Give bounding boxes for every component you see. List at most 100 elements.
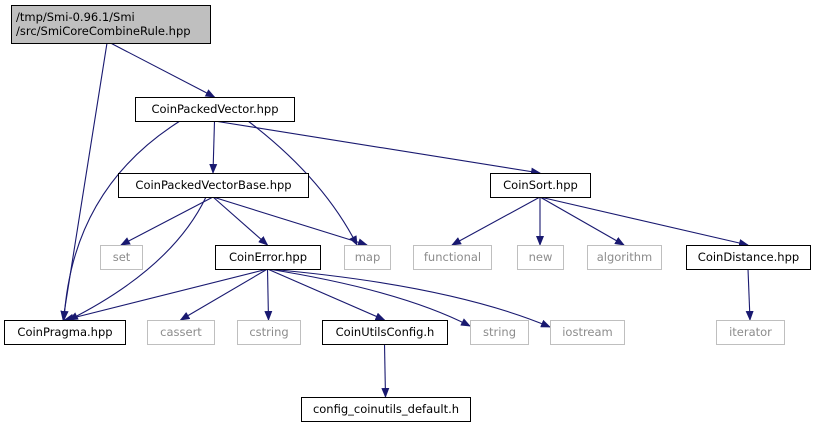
node-box <box>490 173 591 198</box>
node-coinpackedvectorbase-hpp[interactable]: CoinPackedVectorBase.hpp <box>118 173 309 198</box>
dependency-arrow <box>120 196 214 246</box>
edge-root-to-cpv <box>110 42 216 98</box>
node-label: /src/SmiCoreCombineRule.hpp <box>16 24 191 38</box>
node-box <box>215 245 321 270</box>
edge-csort-to-functional <box>451 196 541 246</box>
dependency-arrow <box>267 268 551 328</box>
node-box <box>322 320 448 345</box>
nodes-layer: /tmp/Smi-0.96.1/Smi/src/SmiCoreCombineRu… <box>4 5 811 422</box>
dependency-arrow <box>267 268 471 327</box>
node-set: set <box>100 245 143 270</box>
node-functional: functional <box>413 245 492 270</box>
dependency-arrow <box>745 268 754 321</box>
edge-cpv-to-csort <box>214 120 541 176</box>
node-label: /tmp/Smi-0.96.1/Smi <box>16 10 135 24</box>
node-box <box>517 245 564 270</box>
node-coinerror-hpp[interactable]: CoinError.hpp <box>215 245 321 270</box>
edge-csort-to-algorithm <box>539 196 625 246</box>
node-coinutilsconfig-h[interactable]: CoinUtilsConfig.h <box>322 320 448 345</box>
node-iterator: iterator <box>716 320 785 345</box>
node-label: algorithm <box>597 250 653 264</box>
node-box <box>4 320 126 345</box>
edge-cerr-to-cucfg <box>267 268 386 321</box>
edge-cpvb-to-set <box>120 196 214 246</box>
node-config-coinutils-default-h[interactable]: config_coinutils_default.h <box>301 397 471 422</box>
node-box <box>470 320 529 345</box>
edge-cpv-to-cpvb <box>209 120 218 174</box>
edge-cerr-to-cpragma <box>63 268 268 322</box>
node-label: CoinPackedVectorBase.hpp <box>135 178 291 192</box>
node-coinpackedvector-hpp[interactable]: CoinPackedVector.hpp <box>135 97 295 122</box>
dependency-arrow <box>264 268 273 321</box>
node-coindistance-hpp[interactable]: CoinDistance.hpp <box>686 245 811 270</box>
dependency-arrow <box>209 120 218 174</box>
node-label: map <box>355 250 381 264</box>
edge-cpvb-to-cerr <box>212 196 269 246</box>
edge-cucfg-to-cfgdef <box>381 343 390 398</box>
node-algorithm: algorithm <box>587 245 662 270</box>
node-map: map <box>344 245 391 270</box>
node-box <box>686 245 811 270</box>
edge-cpv-to-cpragma <box>60 120 181 321</box>
node-label: CoinPragma.hpp <box>17 325 112 339</box>
node-box <box>301 397 471 422</box>
node-label: functional <box>424 250 481 264</box>
edge-cpvb-to-map <box>212 196 368 247</box>
node-new: new <box>517 245 564 270</box>
dependency-arrow <box>539 196 749 247</box>
dependency-arrow <box>68 196 207 321</box>
node-cstring: cstring <box>237 320 301 345</box>
node-label: CoinSort.hpp <box>503 178 578 192</box>
dependency-arrow <box>179 268 268 321</box>
edge-cerr-to-cstring <box>264 268 273 321</box>
dependency-arrow <box>212 196 269 246</box>
dependency-arrow <box>451 196 541 246</box>
node-coinsort-hpp[interactable]: CoinSort.hpp <box>490 173 591 198</box>
node-box <box>118 173 309 198</box>
edge-csort-to-cdist <box>539 196 749 247</box>
dependency-arrow <box>214 120 541 176</box>
node-label: set <box>113 250 131 264</box>
node-label: cstring <box>249 325 288 339</box>
dependency-arrow <box>381 343 390 398</box>
edge-cerr-to-cassert <box>179 268 268 321</box>
node-cassert: cassert <box>147 320 215 345</box>
dependency-arrow <box>247 120 358 246</box>
dependency-arrow <box>267 268 386 321</box>
node-label: string <box>483 325 516 339</box>
node-label: CoinPackedVector.hpp <box>151 102 278 116</box>
dependency-arrow <box>110 42 216 98</box>
node-string: string <box>470 320 529 345</box>
dependency-arrow <box>63 268 268 322</box>
node-box <box>135 97 295 122</box>
node-box <box>11 5 211 44</box>
node-label: iostream <box>562 325 613 339</box>
node-box <box>100 245 143 270</box>
node-box <box>550 320 625 345</box>
edges-layer <box>60 42 754 398</box>
node-src-smicorecombinerule-hpp[interactable]: /tmp/Smi-0.96.1/Smi/src/SmiCoreCombineRu… <box>11 5 211 44</box>
node-box <box>147 320 215 345</box>
edge-cerr-to-string <box>267 268 471 327</box>
node-label: iterator <box>729 325 772 339</box>
edge-cpv-to-map <box>247 120 358 246</box>
node-label: CoinError.hpp <box>229 250 307 264</box>
node-label: CoinDistance.hpp <box>698 250 799 264</box>
edge-cpvb-to-cpragma <box>68 196 207 321</box>
node-label: new <box>529 250 553 264</box>
edge-cdist-to-iterator <box>745 268 754 321</box>
node-coinpragma-hpp[interactable]: CoinPragma.hpp <box>4 320 126 345</box>
dependency-arrow <box>212 196 368 247</box>
dependency-arrow <box>60 120 181 321</box>
edge-cerr-to-iostream <box>267 268 551 328</box>
node-label: cassert <box>160 325 202 339</box>
node-iostream: iostream <box>550 320 625 345</box>
node-label: config_coinutils_default.h <box>313 402 459 416</box>
node-box <box>237 320 301 345</box>
node-box <box>344 245 391 270</box>
node-box <box>716 320 785 345</box>
node-label: CoinUtilsConfig.h <box>336 325 435 339</box>
node-box <box>587 245 662 270</box>
node-box <box>413 245 492 270</box>
